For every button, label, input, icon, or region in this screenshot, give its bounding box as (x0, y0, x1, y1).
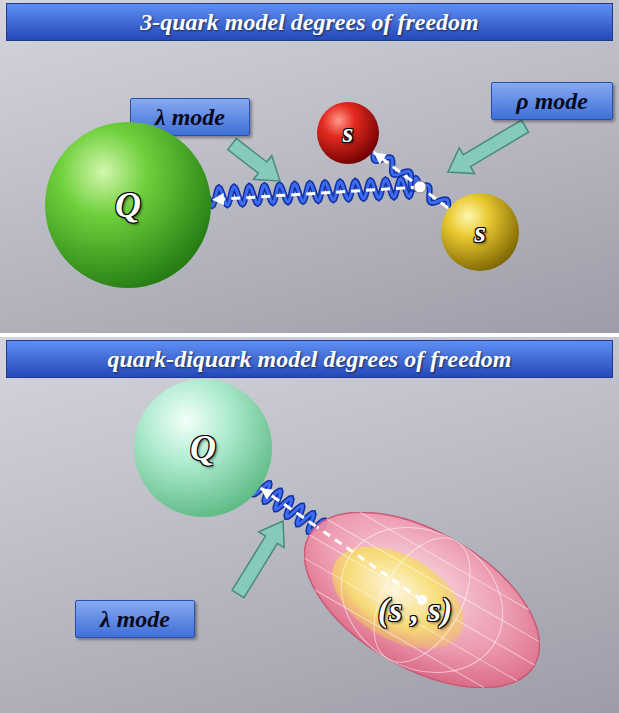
spring (373, 152, 448, 208)
mode-label: ρ mode (491, 82, 613, 120)
quark-symbol: s (343, 117, 354, 149)
panel-heading: 3-quark model degrees of freedom (6, 3, 613, 41)
lambda-arrow (212, 187, 420, 200)
mode-label: λ mode (75, 600, 195, 638)
center-of-mass (414, 181, 426, 193)
mode-label-text: λ mode (100, 605, 170, 633)
spring-shine (253, 483, 324, 532)
spring (208, 178, 420, 206)
pointer-arrow (223, 132, 289, 193)
quark-symbol: s (474, 215, 486, 249)
model-panel: 3-quark model degrees of freedom λ mode ρ … (0, 0, 619, 333)
diquark-ellipsoid: (s , s) (304, 512, 540, 688)
pointer-arrow (225, 513, 296, 602)
diquark-symbol: (s , s) (378, 591, 453, 629)
mode-arrow (374, 152, 448, 208)
panel-heading: quark-diquark model degrees of freedom (6, 340, 613, 378)
quark-symbol: Q (190, 427, 216, 469)
quark-sphere: s (440, 192, 520, 272)
spring (253, 483, 324, 532)
quark-sphere: Q (44, 121, 212, 289)
mode-arrow (261, 488, 317, 527)
spring-shine (373, 152, 448, 208)
pointer-arrow (440, 113, 532, 185)
quark-sphere: s (316, 101, 380, 165)
quark-symbol: Q (115, 184, 141, 226)
spring-shine (208, 178, 420, 206)
model-panel: quark-diquark model degrees of freedomQλ… (0, 337, 619, 713)
mode-label-text: ρ mode (516, 87, 588, 115)
mode-label-text: λ mode (155, 103, 225, 131)
quark-sphere: Q (133, 378, 273, 518)
